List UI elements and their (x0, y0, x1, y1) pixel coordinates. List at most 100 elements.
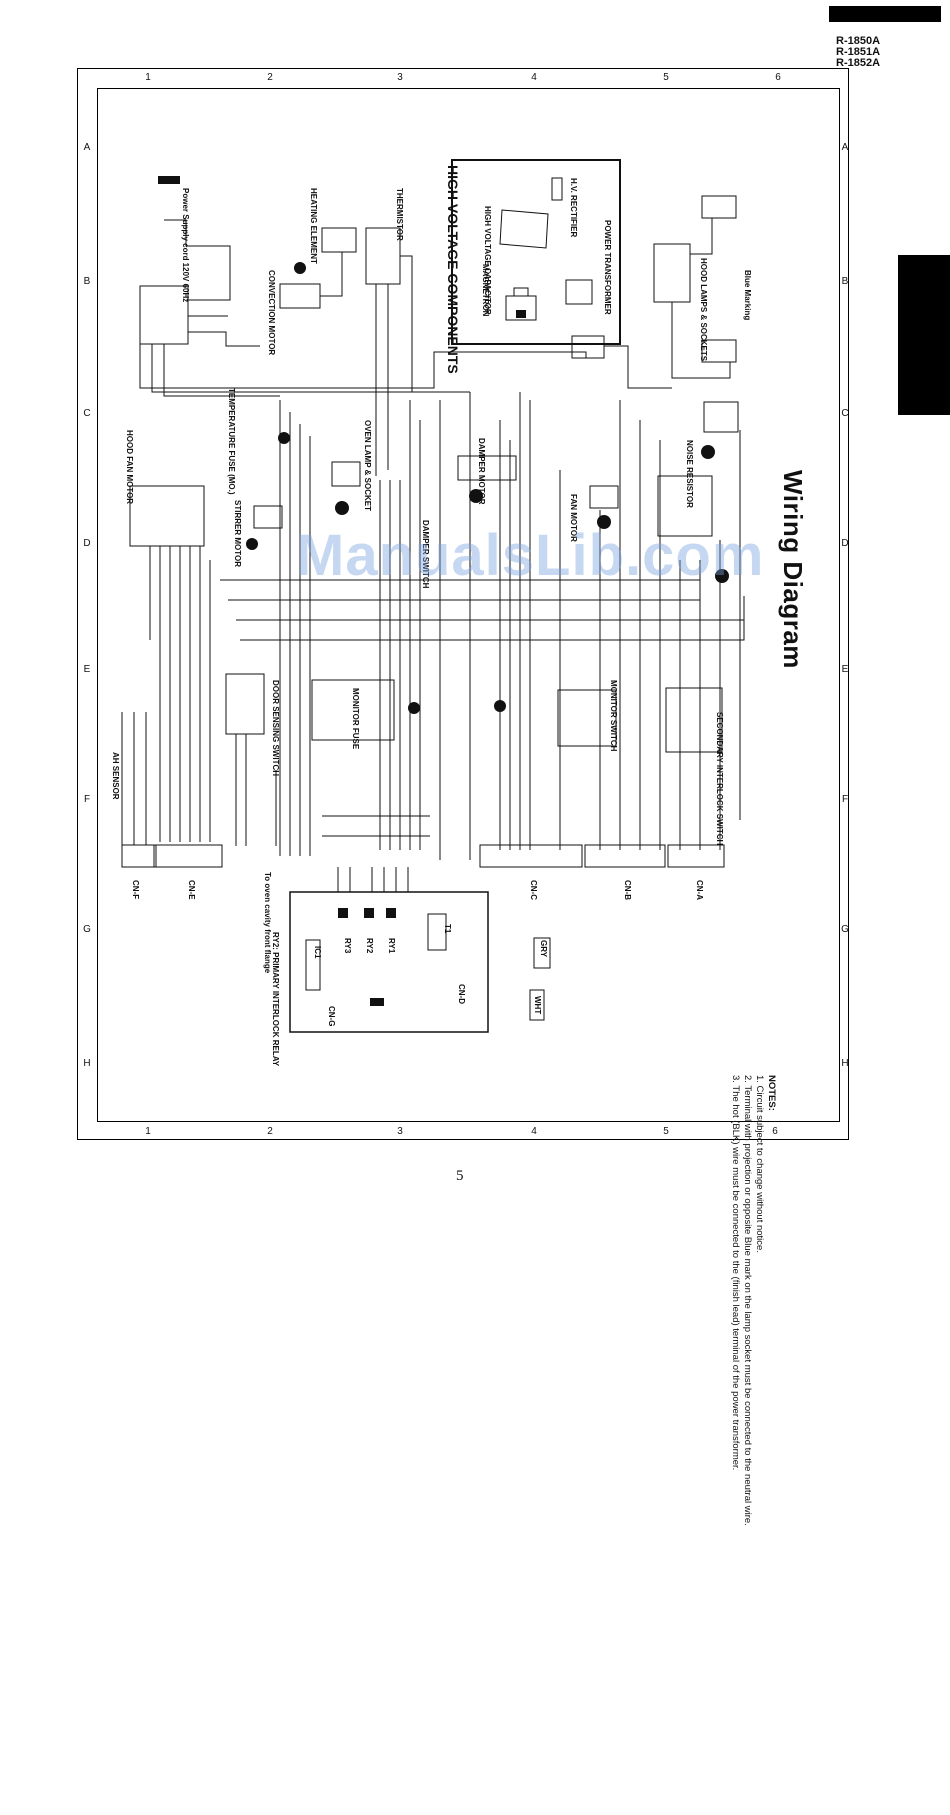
grid-row-left-d: D (83, 538, 91, 549)
high-voltage-title: HIGH VOLTAGE COMPONENTS (445, 165, 461, 374)
wiring-drawing (121, 159, 745, 1033)
grid-col-bottom-2: 2 (267, 1126, 273, 1137)
grid-col-top-1: 1 (145, 72, 151, 83)
model-number-3: R-1852A (836, 57, 881, 69)
label-cn-a: CN-A (695, 880, 704, 900)
label-power-transformer: POWER TRANSFORMER (603, 220, 612, 315)
grid-col-top-3: 3 (397, 72, 403, 83)
label-thermistor: THERMISTOR (395, 188, 404, 241)
grid-row-right-c: C (841, 408, 849, 419)
diagram-frame-inner (97, 88, 840, 1122)
label-cn-f: CN-F (131, 880, 140, 900)
grid-col-top-5: 5 (663, 72, 669, 83)
grid-row-right-f: F (841, 794, 849, 805)
label-blue-marking: Blue Marking (743, 270, 752, 321)
hood-lamp-terminals (653, 243, 691, 303)
watermark: ManualsLib.com (296, 523, 765, 588)
cn-a-strip (667, 844, 725, 868)
label-wire-wht: WHT (533, 996, 542, 1015)
cn-e-strip (153, 844, 223, 868)
grid-row-left-e: E (83, 664, 91, 675)
grid-col-bottom-3: 3 (397, 1126, 403, 1137)
hood-lamp-lower-terminals (701, 339, 737, 363)
high-voltage-box (451, 159, 621, 345)
grid-row-right-d: D (841, 538, 849, 549)
label-ic1: IC1 (313, 946, 322, 959)
note-1: 1. Circuit subject to change without not… (754, 1075, 765, 1253)
grid-row-right-g: G (841, 924, 849, 935)
model-number-1: R-1850A (836, 35, 881, 47)
grid-col-bottom-5: 5 (663, 1126, 669, 1137)
label-damper-motor: DAMPER MOTOR (477, 438, 486, 505)
label-power-supply: Power Supply cord 120V 60Hz (181, 188, 190, 303)
hood-lamp-upper-terminals (701, 195, 737, 219)
door-switch (225, 673, 265, 735)
grid-col-bottom-6: 6 (772, 1126, 778, 1137)
label-temperature-fuse: TEMPERATURE FUSE (MO.) (227, 388, 236, 495)
monitor-switch (557, 689, 617, 747)
label-cn-b: CN-B (623, 880, 632, 900)
grid-row-left-f: F (83, 794, 91, 805)
header-black-bar (829, 6, 941, 22)
label-ry1: RY1 (387, 938, 396, 954)
grid-row-left-h: H (83, 1058, 91, 1069)
label-ry3: RY3 (343, 938, 352, 954)
note-2: 2. Terminal with projection or opposite … (742, 1075, 753, 1526)
grid-col-top-2: 2 (267, 72, 273, 83)
cn-f-strip (121, 844, 157, 868)
grid-col-bottom-4: 4 (531, 1126, 537, 1137)
notes-heading: NOTES: (766, 1075, 777, 1111)
notes-block: NOTES: 1. Circuit subject to change with… (729, 1075, 777, 1815)
label-stirrer-motor: STIRRER MOTOR (233, 500, 242, 567)
diagram-title: Wiring Diagram (778, 470, 808, 669)
label-hv-rectifier: H.V. RECTIFIER (569, 178, 578, 238)
control-board (289, 891, 489, 1033)
rectifier-shape (551, 177, 563, 201)
grid-col-bottom-1: 1 (145, 1126, 151, 1137)
grid-row-left-g: G (83, 924, 91, 935)
label-convection-motor: CONVECTION MOTOR (267, 270, 276, 356)
cn-c-strip (479, 844, 583, 868)
label-t1: T1 (443, 924, 452, 934)
monitor-fuse (311, 679, 395, 741)
label-noise-resistor: NOISE RESISTOR (685, 440, 694, 508)
page-number: 5 (456, 1168, 464, 1184)
grid-row-left-a: A (83, 142, 91, 153)
label-door-sensing-switch: DOOR SENSING SWITCH (271, 680, 280, 777)
label-cn-d: CN-D (457, 984, 466, 1004)
diagram-frame-outer (77, 68, 849, 1140)
section-tab (898, 255, 950, 415)
label-hv-capacitor: HIGH VOLTAGE CAPACITOR (483, 206, 492, 315)
note-3: 3. The hot (BLK) wire must be connected … (730, 1075, 741, 1471)
grid-row-right-e: E (841, 664, 849, 675)
label-monitor-fuse: MONITOR FUSE (351, 688, 360, 750)
label-hood-lamps: HOOD LAMPS & SOCKETS (699, 258, 708, 362)
label-cn-e: CN-E (187, 880, 196, 900)
label-ry2: RY2 (365, 938, 374, 954)
heating-terminals (321, 227, 357, 253)
grid-row-left-c: C (83, 408, 91, 419)
label-secondary-interlock: SECONDARY INTERLOCK SWITCH (715, 712, 724, 846)
hood-fan-motor-terminals (129, 485, 205, 547)
label-heating-element: HEATING ELEMENT (309, 188, 318, 264)
model-number-2: R-1851A (836, 46, 881, 58)
label-wire-gry: GRY (539, 940, 548, 958)
grid-row-right-a: A (841, 142, 849, 153)
grid-row-left-b: B (83, 276, 91, 287)
label-cn-g: CN-G (327, 1006, 336, 1027)
transformer-shape (565, 279, 593, 305)
capacitor-shape (499, 209, 549, 249)
label-monitor-switch: MONITOR SWITCH (609, 680, 618, 752)
model-numbers: R-1850A R-1851A R-1852A (836, 36, 880, 69)
transformer-terminals (571, 335, 605, 359)
grid-col-top-6: 6 (775, 72, 781, 83)
grid-row-right-h: H (841, 1058, 849, 1069)
secondary-switch (665, 687, 723, 753)
convection-motor-terminals (279, 283, 321, 309)
label-oven-lamp: OVEN LAMP & SOCKET (363, 420, 372, 511)
grid-row-right-b: B (841, 276, 849, 287)
cn-b-strip (584, 844, 666, 868)
label-primary-relay: RY2: PRIMARY INTERLOCK RELAY (271, 932, 280, 1067)
label-ah-sensor: AH SENSOR (111, 752, 120, 800)
label-cn-c: CN-C (529, 880, 538, 900)
